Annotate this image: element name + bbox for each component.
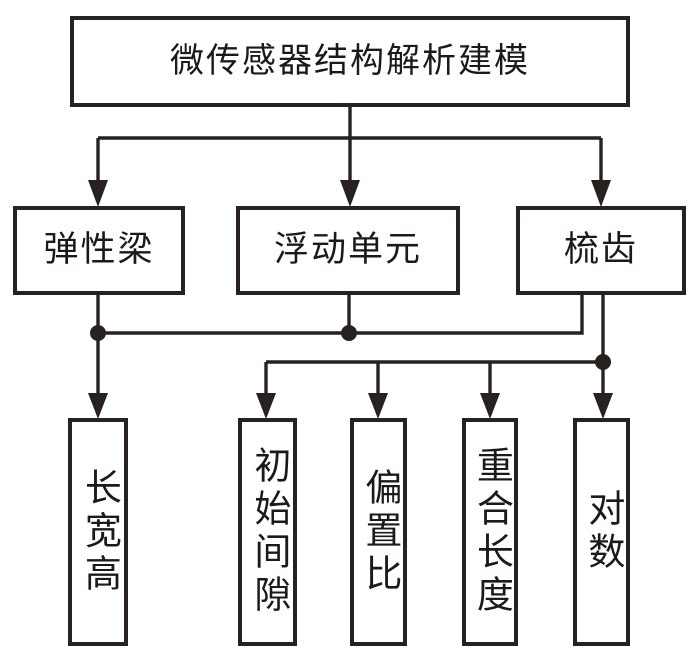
node-pair-count-label: 对数 xyxy=(581,489,623,575)
node-pair-count: 对数 xyxy=(573,418,630,646)
arrowhead-floating-unit xyxy=(340,180,360,207)
node-length-width-height-label: 长宽高 xyxy=(78,467,120,597)
node-offset-ratio-label: 偏置比 xyxy=(358,467,400,597)
node-floating-unit-label: 浮动单元 xyxy=(273,230,422,270)
node-comb-teeth-label: 梳齿 xyxy=(563,230,638,270)
node-floating-unit: 浮动单元 xyxy=(236,206,460,295)
node-root: 微传感器结构解析建模 xyxy=(70,16,630,107)
node-elastic-beam-label: 弹性梁 xyxy=(43,230,155,270)
arrowhead-length-width-height xyxy=(88,393,108,419)
node-initial-gap: 初始间隙 xyxy=(238,418,297,646)
node-initial-gap-label: 初始间隙 xyxy=(247,446,289,618)
arrowhead-initial-gap xyxy=(256,393,276,419)
node-comb-teeth: 梳齿 xyxy=(516,206,686,295)
node-root-label: 微传感器结构解析建模 xyxy=(170,42,530,80)
node-elastic-beam: 弹性梁 xyxy=(13,206,185,295)
node-overlap-length-label: 重合长度 xyxy=(470,446,512,618)
arrowhead-elastic-beam xyxy=(88,180,108,207)
arrowhead-pair-count xyxy=(593,393,613,419)
arrowhead-comb-teeth xyxy=(591,180,611,207)
node-overlap-length: 重合长度 xyxy=(462,418,518,646)
arrowhead-offset-ratio xyxy=(368,393,388,419)
node-offset-ratio: 偏置比 xyxy=(350,418,407,646)
arrowhead-overlap-length xyxy=(480,393,500,419)
connector-bus1 xyxy=(98,294,584,335)
node-length-width-height: 长宽高 xyxy=(68,418,128,646)
